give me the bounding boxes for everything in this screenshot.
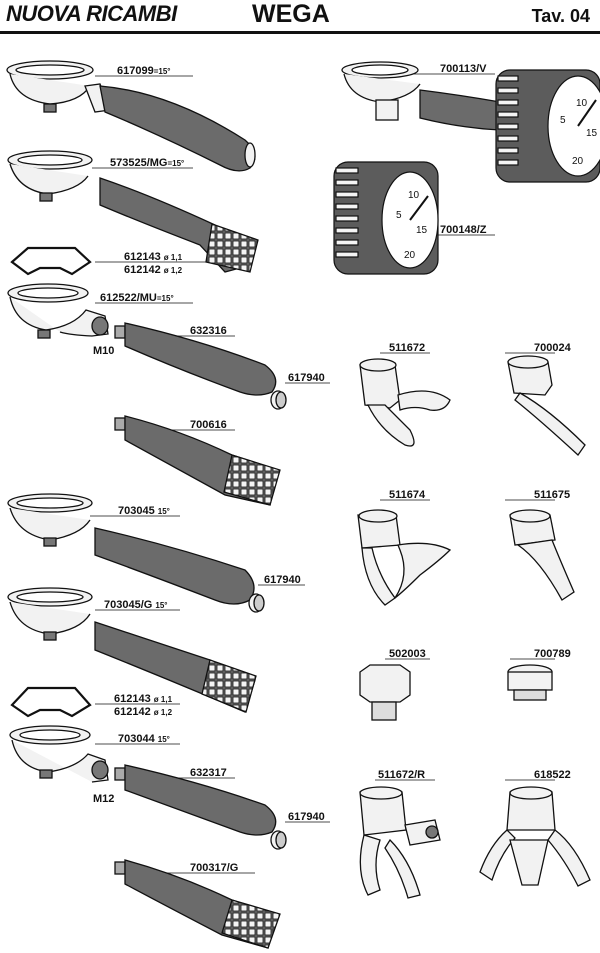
part-label-612142: 612142 ø 1,2 [124,264,183,276]
part-label-700113-v: 700113/V [440,63,487,75]
leader-lines [90,73,555,874]
cap-617940 [270,390,287,410]
portafilter-617099 [6,60,256,172]
spring-612143-b [10,686,92,718]
header-rule [0,31,600,34]
part-label-700148-z: 700148/Z [440,224,487,236]
page-title: WEGA [252,0,330,28]
part-label-612143-b: 612143 ø 1,1 [114,693,173,705]
spout-700024 [507,355,586,456]
handle-700616 [114,415,281,506]
dial-number-15-b: 15 [416,225,428,236]
part-label-502003: 502003 [389,648,426,660]
part-label-511674: 511674 [389,489,426,501]
part-label-700317-g: 700317/G [190,862,239,874]
dial-number-20-b: 20 [404,250,416,261]
spout-511675 [509,509,575,601]
part-label-632317: 632317 [190,767,227,779]
dial-number-15: 15 [586,128,598,139]
spout-618522 [479,786,591,887]
part-label-573525-mg: 573525/MG=15° [110,157,185,169]
thread-label-m10: M10 [93,345,115,357]
part-label-612143: 612143 ø 1,1 [124,251,183,263]
fitting-700789 [507,664,553,701]
dial-number-5: 5 [560,115,566,126]
spout-511672 [359,358,451,447]
spout-511672-r [359,786,441,899]
portafilter-573525-mg [7,150,259,273]
spring-612143 [10,246,92,276]
part-label-617940-c: 617940 [288,811,325,823]
nut-502003 [359,664,411,721]
part-label-703045-g: 703045/G 15° [104,599,168,611]
brand-logo: NUOVA RICAMBI [6,1,177,26]
thread-label-m12: M12 [93,793,115,805]
dial-number-10: 10 [576,98,588,109]
handle-632316 [114,322,277,396]
part-label-700789: 700789 [534,648,571,660]
handle-632317 [114,764,277,836]
portafilter-703045-g [7,587,257,713]
dial-number-5-b: 5 [396,210,402,221]
part-label-632316: 632316 [190,325,227,337]
part-label-511672: 511672 [389,342,426,354]
dial-number-10-b: 10 [408,190,420,201]
dial-knob-700113 [495,69,600,183]
handle-700317-g [114,859,281,949]
part-label-617099: 617099=15° [117,65,171,77]
part-label-617940: 617940 [288,372,325,384]
part-label-511672-r: 511672/R [378,769,426,781]
part-label-703044: 703044 15° [118,733,170,745]
portafilter-612522-mu [7,283,109,339]
part-label-700616: 700616 [190,419,227,431]
portafilter-703044 [9,725,109,783]
part-label-612522-mu: 612522/MU=15° [100,292,174,304]
dial-number-20: 20 [572,156,584,167]
part-label-511675: 511675 [534,489,571,501]
spout-511674 [357,509,452,606]
plate-number: Tav. 04 [531,6,590,26]
cap-617940-c [270,830,287,850]
part-label-700024: 700024 [534,342,571,354]
part-label-612142-b: 612142 ø 1,2 [114,706,173,718]
part-label-703045: 703045 15° [118,505,170,517]
part-label-618522: 618522 [534,769,571,781]
dial-handle-700148-z [333,161,439,275]
cap-617940-b [248,593,265,613]
portafilter-703045 [7,493,255,605]
part-label-617940-b: 617940 [264,574,301,586]
